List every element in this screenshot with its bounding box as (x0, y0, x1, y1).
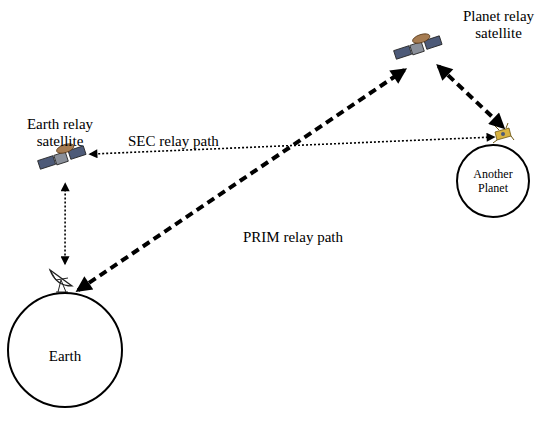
planet-circle: Another Planet (455, 118, 531, 218)
satellite-node: Planet relay satellite (392, 6, 547, 70)
path-label: PRIM relay path (243, 229, 343, 246)
antenna-dish (50, 270, 72, 286)
node-label: Another Planet (459, 167, 527, 195)
satellite-node: Earth relay satellite (8, 116, 112, 184)
earth-circle: Earth (5, 262, 125, 410)
satellite-icon (391, 29, 442, 60)
circle-shape (457, 145, 529, 217)
node-label: Earth (5, 348, 125, 365)
ground-antenna (50, 270, 72, 292)
path-label: SEC relay path (128, 133, 219, 150)
lander-body (495, 128, 511, 140)
satellite-body (410, 42, 425, 55)
primary-relay-arrow (439, 66, 503, 127)
satellite-body (54, 152, 69, 165)
lander-panel (501, 132, 505, 136)
secondary-relay-arrow (64, 184, 66, 264)
satellite-dish (411, 32, 431, 45)
circle-outline (5, 262, 125, 410)
node-label: Earth relay satellite (12, 116, 108, 150)
solar-panel (38, 156, 56, 170)
primary-relay-arrow (78, 70, 404, 290)
antenna-mount (50, 270, 68, 292)
solar-panel (394, 46, 412, 60)
lander-legs (493, 123, 514, 143)
node-label: Planet relay satellite (450, 8, 547, 42)
lander-icon (493, 123, 514, 143)
